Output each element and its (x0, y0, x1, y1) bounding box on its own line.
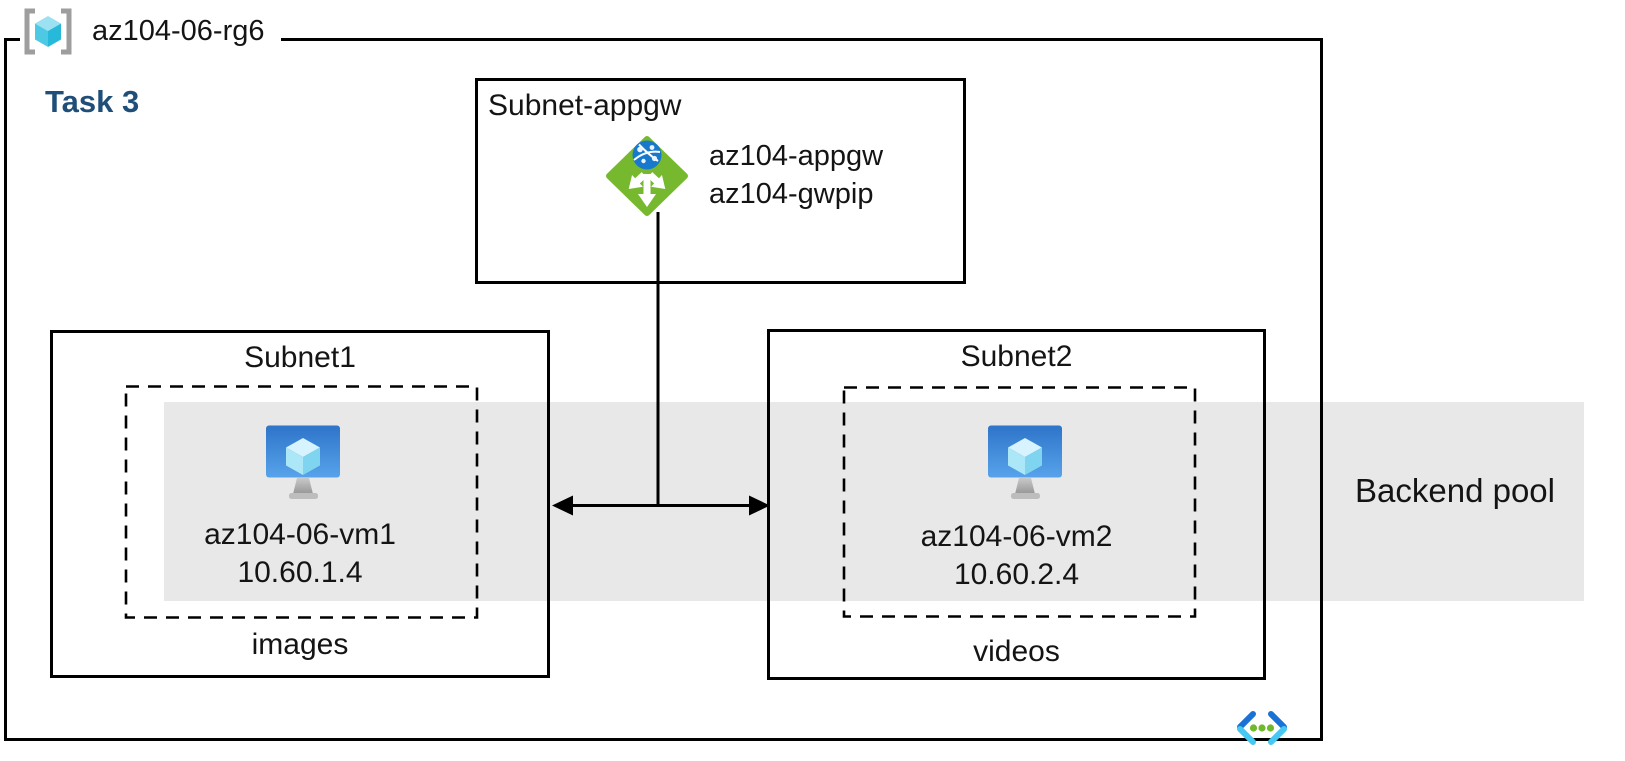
virtual-machine-icon (988, 425, 1062, 499)
resource-group-label: az104-06-rg6 (92, 14, 265, 47)
vm1-ip: 10.60.1.4 (237, 556, 363, 589)
vm2-labels: az104-06-vm2 10.60.2.4 (770, 518, 1263, 594)
subnet1-box: Subnet1 az104-06-vm1 10.60.1.4 images (50, 330, 550, 678)
resource-group-box (4, 38, 1323, 741)
subnet2-box: Subnet2 az104-06-vm2 10.60.2.4 videos (767, 329, 1266, 680)
vm1-labels: az104-06-vm1 10.60.1.4 (53, 516, 547, 592)
vm2-name: az104-06-vm2 (920, 520, 1113, 553)
virtual-machine-icon (266, 425, 340, 499)
task-label: Task 3 (45, 84, 140, 119)
application-gateway-public-ip: az104-gwpip (709, 178, 874, 210)
subnet-appgw-title: Subnet-appgw (488, 89, 682, 122)
virtual-network-icon (1237, 711, 1287, 745)
resource-group-icon (24, 8, 72, 54)
application-gateway-name: az104-appgw (709, 140, 884, 172)
vm1-name: az104-06-vm1 (204, 518, 396, 551)
application-gateway-icon (606, 136, 688, 216)
subnet2-title: Subnet2 (960, 340, 1073, 373)
application-gateway-labels: az104-appgw az104-gwpip (709, 137, 883, 213)
resource-group-chip: az104-06-rg6 (20, 4, 281, 58)
backend-pool-label: Backend pool (1355, 472, 1555, 509)
subnet1-caption: images (251, 628, 349, 661)
subnet-appgw-box: Subnet-appgw (475, 78, 966, 284)
subnet2-caption: videos (973, 635, 1060, 668)
subnet1-title: Subnet1 (244, 341, 356, 374)
vm2-ip: 10.60.2.4 (953, 558, 1080, 591)
